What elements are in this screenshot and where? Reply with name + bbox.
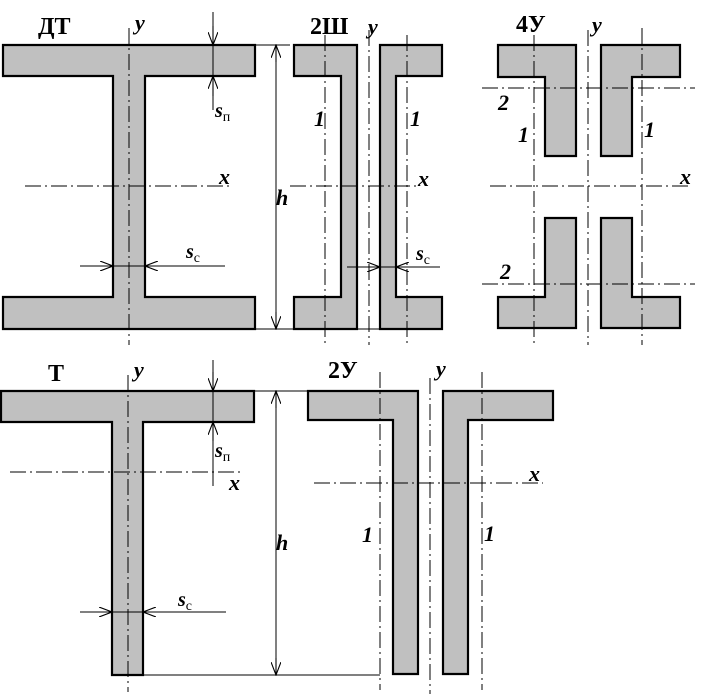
2sh-right-axis-number: 1 <box>410 106 421 131</box>
4u-x-label: x <box>679 164 691 189</box>
section-2sh-title: 2Ш <box>310 14 348 40</box>
section-t-title: Т <box>48 361 64 387</box>
2sh-x-label: x <box>417 166 429 191</box>
2u-y-label: y <box>433 356 446 381</box>
4u-y-label: y <box>589 12 602 37</box>
2sh-web-thickness-label: sс <box>415 243 430 268</box>
section-dt: ДТ y x sп h sс <box>1 10 380 345</box>
t-y-label: y <box>131 357 144 382</box>
section-2sh: 2Ш y x 1 1 sс <box>290 14 444 345</box>
section-2u: 2У y x 1 1 <box>306 356 555 694</box>
2sh-y-label: y <box>365 14 378 39</box>
angle-bottom-right <box>599 216 682 330</box>
4u-right-axis-number: 1 <box>644 117 655 142</box>
angle-bottom-left <box>496 216 578 330</box>
angle-top-right <box>599 43 682 158</box>
t-web-thickness-label: sс <box>177 589 192 614</box>
section-4u: 4У y x 2 1 1 2 <box>482 12 695 345</box>
left-angle-shape <box>306 389 420 676</box>
t-h-label: h <box>276 530 288 555</box>
dt-x-label: x <box>218 164 230 189</box>
section-4u-title: 4У <box>516 12 546 38</box>
2u-left-axis-number: 1 <box>362 522 373 547</box>
dt-web-thickness-label: sс <box>185 241 200 266</box>
t-flange-thickness-label: sп <box>214 440 231 465</box>
angle-top-left <box>496 43 578 158</box>
4u-bottom-axis-number: 2 <box>499 259 511 284</box>
4u-top-axis-number: 2 <box>497 90 509 115</box>
right-channel-shape <box>378 43 444 331</box>
2sh-left-axis-number: 1 <box>314 106 325 131</box>
dt-h-label: h <box>276 185 288 210</box>
4u-left-axis-number: 1 <box>518 122 529 147</box>
2u-right-axis-number: 1 <box>484 521 495 546</box>
t-x-label: x <box>228 470 240 495</box>
dt-flange-thickness-label: sп <box>214 100 231 125</box>
dt-y-label: y <box>132 10 145 35</box>
section-dt-title: ДТ <box>38 14 71 40</box>
left-channel-shape <box>292 43 359 331</box>
section-2u-title: 2У <box>328 358 358 384</box>
2u-x-label: x <box>528 461 540 486</box>
right-angle-shape <box>441 389 555 676</box>
section-t: Т y x sп h sс <box>0 357 380 692</box>
